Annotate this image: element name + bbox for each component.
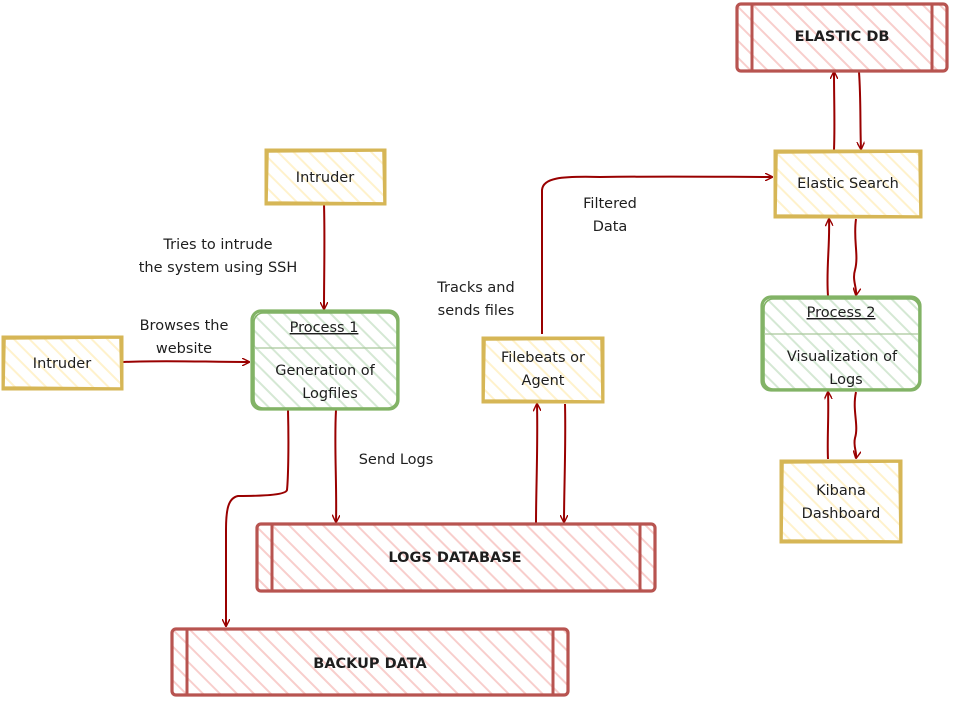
entity-filebeats: Filebeats or Agent [481,336,605,404]
store-backup-data: BACKUP DATA [170,627,570,697]
intruder-left-label: Intruder [33,356,91,372]
process-2: Process 2 Visualization of Logs [760,295,922,392]
filtered-label-line1: Filtered [583,196,637,212]
tracks-label-line2: sends files [438,303,515,319]
elastic-db-label: ELASTIC DB [795,29,890,45]
flow-kibana-to-process2 [828,392,829,460]
process2-body-line2: Logs [829,372,862,388]
entity-kibana: Kibana Dashboard [779,459,903,544]
flow-process1-to-backup [226,409,290,626]
flow-elastic-db-to-elastic-search [859,71,861,149]
tracks-label-line1: Tracks and [436,280,514,296]
entity-elastic-search: Elastic Search [773,149,923,219]
ssh-label-line2: the system using SSH [139,260,298,276]
kibana-label-line1: Kibana [816,483,866,499]
flow-browse-to-process1 [122,361,249,362]
elastic-search-label: Elastic Search [797,176,899,192]
logs-database-label: LOGS DATABASE [388,550,521,566]
kibana-label-line2: Dashboard [802,506,881,522]
process2-body-line1: Visualization of [787,349,898,365]
store-logs-database: LOGS DATABASE [255,522,657,593]
flow-process2-to-kibana [854,391,856,458]
ssh-label-line1: Tries to intrude [162,237,272,253]
flow-logs-db-to-filebeats [536,404,537,524]
process-1: Process 1 Generation of Logfiles [250,309,400,411]
flows [122,71,861,626]
browse-label-line2: website [156,341,212,357]
flow-filebeats-to-logs-db [564,403,565,522]
entity-intruder-left: Intruder [1,335,124,391]
filtered-label-line2: Data [593,219,628,235]
send-logs-label: Send Logs [359,452,434,468]
process1-body-line2: Logfiles [302,386,358,402]
process2-title: Process 2 [807,305,876,321]
store-elastic-db: ELASTIC DB [735,2,949,73]
flow-labels: Tries to intrude the system using SSH Br… [139,196,637,468]
process1-title: Process 1 [290,320,359,336]
filebeats-label-line2: Agent [522,373,565,389]
entity-intruder-top: Intruder [264,148,387,206]
flow-elastic-search-to-process2 [854,218,856,295]
flow-process1-to-logs-db [335,409,336,522]
filebeats-label-line1: Filebeats or [501,350,585,366]
intruder-top-label: Intruder [296,170,354,186]
flow-process2-to-elastic-search [827,219,829,297]
backup-data-label: BACKUP DATA [313,656,427,672]
process1-body-line1: Generation of [275,363,375,379]
flow-filebeats-to-elastic-search [540,177,772,335]
browse-label-line1: Browses the [140,318,229,334]
